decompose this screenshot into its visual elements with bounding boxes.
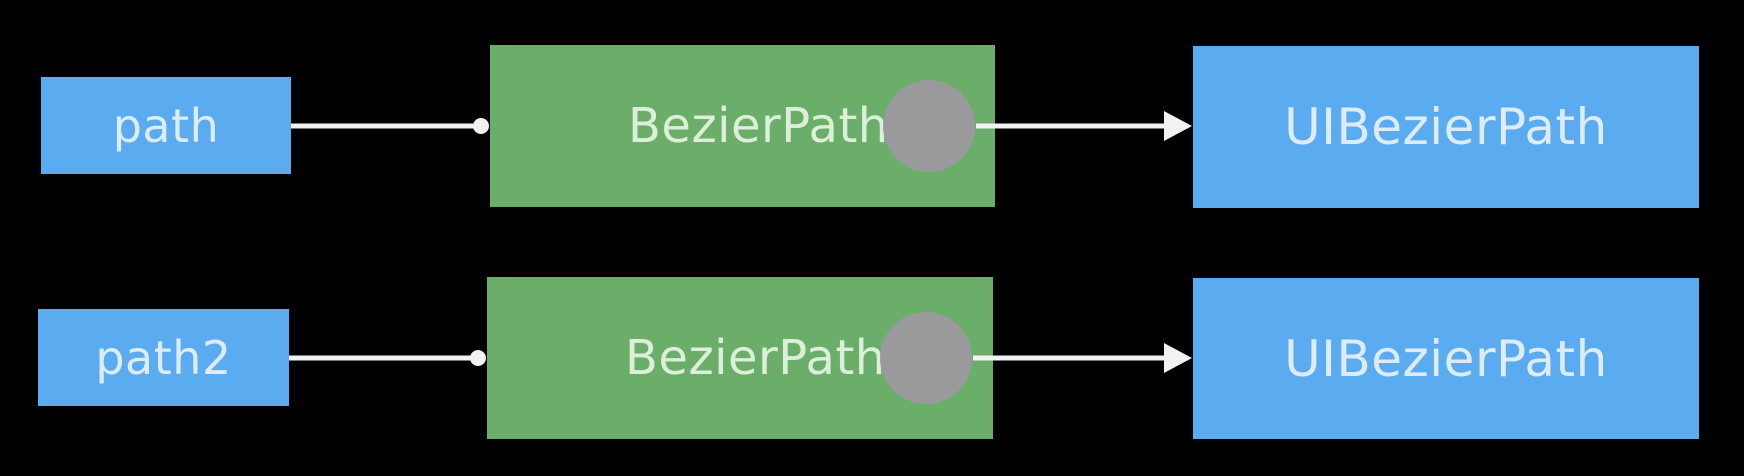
bezierpath-label: BezierPath — [625, 330, 886, 386]
arrowhead-1 — [1164, 111, 1192, 141]
uibezierpath-box-2: UIBezierPath — [1193, 278, 1699, 439]
variable-label: path2 — [95, 330, 232, 385]
uibezierpath-label: UIBezierPath — [1284, 329, 1608, 388]
arrowhead-2 — [1164, 343, 1192, 373]
uibezierpath-box-1: UIBezierPath — [1193, 46, 1699, 208]
uibezierpath-label: UIBezierPath — [1284, 98, 1608, 156]
bezierpath-box-1: BezierPath — [490, 45, 995, 207]
variable-box-path: path — [41, 77, 291, 174]
bezierpath-label: BezierPath — [628, 98, 889, 154]
variable-box-path2: path2 — [38, 309, 289, 406]
variable-label: path — [112, 98, 220, 153]
bezierpath-box-2: BezierPath — [487, 277, 993, 439]
reference-dot-1 — [473, 118, 489, 134]
reference-dot-2 — [470, 350, 486, 366]
reference-circle-icon — [880, 312, 972, 404]
reference-circle-icon — [883, 80, 975, 172]
